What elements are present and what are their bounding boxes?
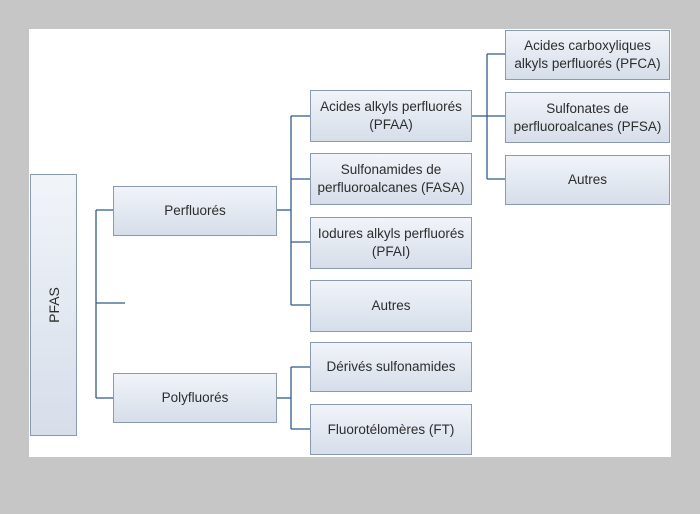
diagram-canvas: PFAS Perfluorés Polyfluorés Acides alkyl… [29,29,671,457]
node-pfsa: Sulfonates de perfluoroalcanes (PFSA) [505,92,670,143]
node-polyfluores: Polyfluorés [113,373,277,423]
node-autres-perfluores: Autres [310,280,472,332]
node-perfluores: Perfluorés [113,186,277,236]
node-label: Polyfluorés [161,390,229,405]
node-label: Autres [371,298,411,313]
node-label: Acides carboxyliques alkyls perfluorés (… [514,38,661,71]
node-label: Autres [567,172,608,187]
node-label: Perfluorés [164,203,226,218]
node-label: Fluorotélomères (FT) [327,421,455,437]
node-pfai: Iodures alkyls perfluorés (PFAI) [310,217,472,269]
node-pfca: Acides carboxyliques alkyls perfluorés (… [505,30,670,80]
node-fluorotelomeres: Fluorotélomères (FT) [310,404,472,455]
node-label: Acides alkyls perfluorés (PFAA) [320,99,462,132]
node-label: Sulfonamides de perfluoroalcanes (FASA) [317,162,465,195]
node-label: Dérivés sulfonamides [326,359,456,374]
node-label: PFAS [45,287,62,323]
node-label: Iodures alkyls perfluorés (PFAI) [317,226,465,259]
node-autres-pfaa: Autres [505,155,670,205]
node-pfas: PFAS [30,174,77,436]
node-derives-sulfonamides: Dérivés sulfonamides [310,342,472,392]
node-label: Sulfonates de perfluoroalcanes (PFSA) [513,100,662,134]
node-pfaa: Acides alkyls perfluorés (PFAA) [310,90,472,142]
connector-lines [95,53,505,430]
node-fasa: Sulfonamides de perfluoroalcanes (FASA) [310,153,472,205]
